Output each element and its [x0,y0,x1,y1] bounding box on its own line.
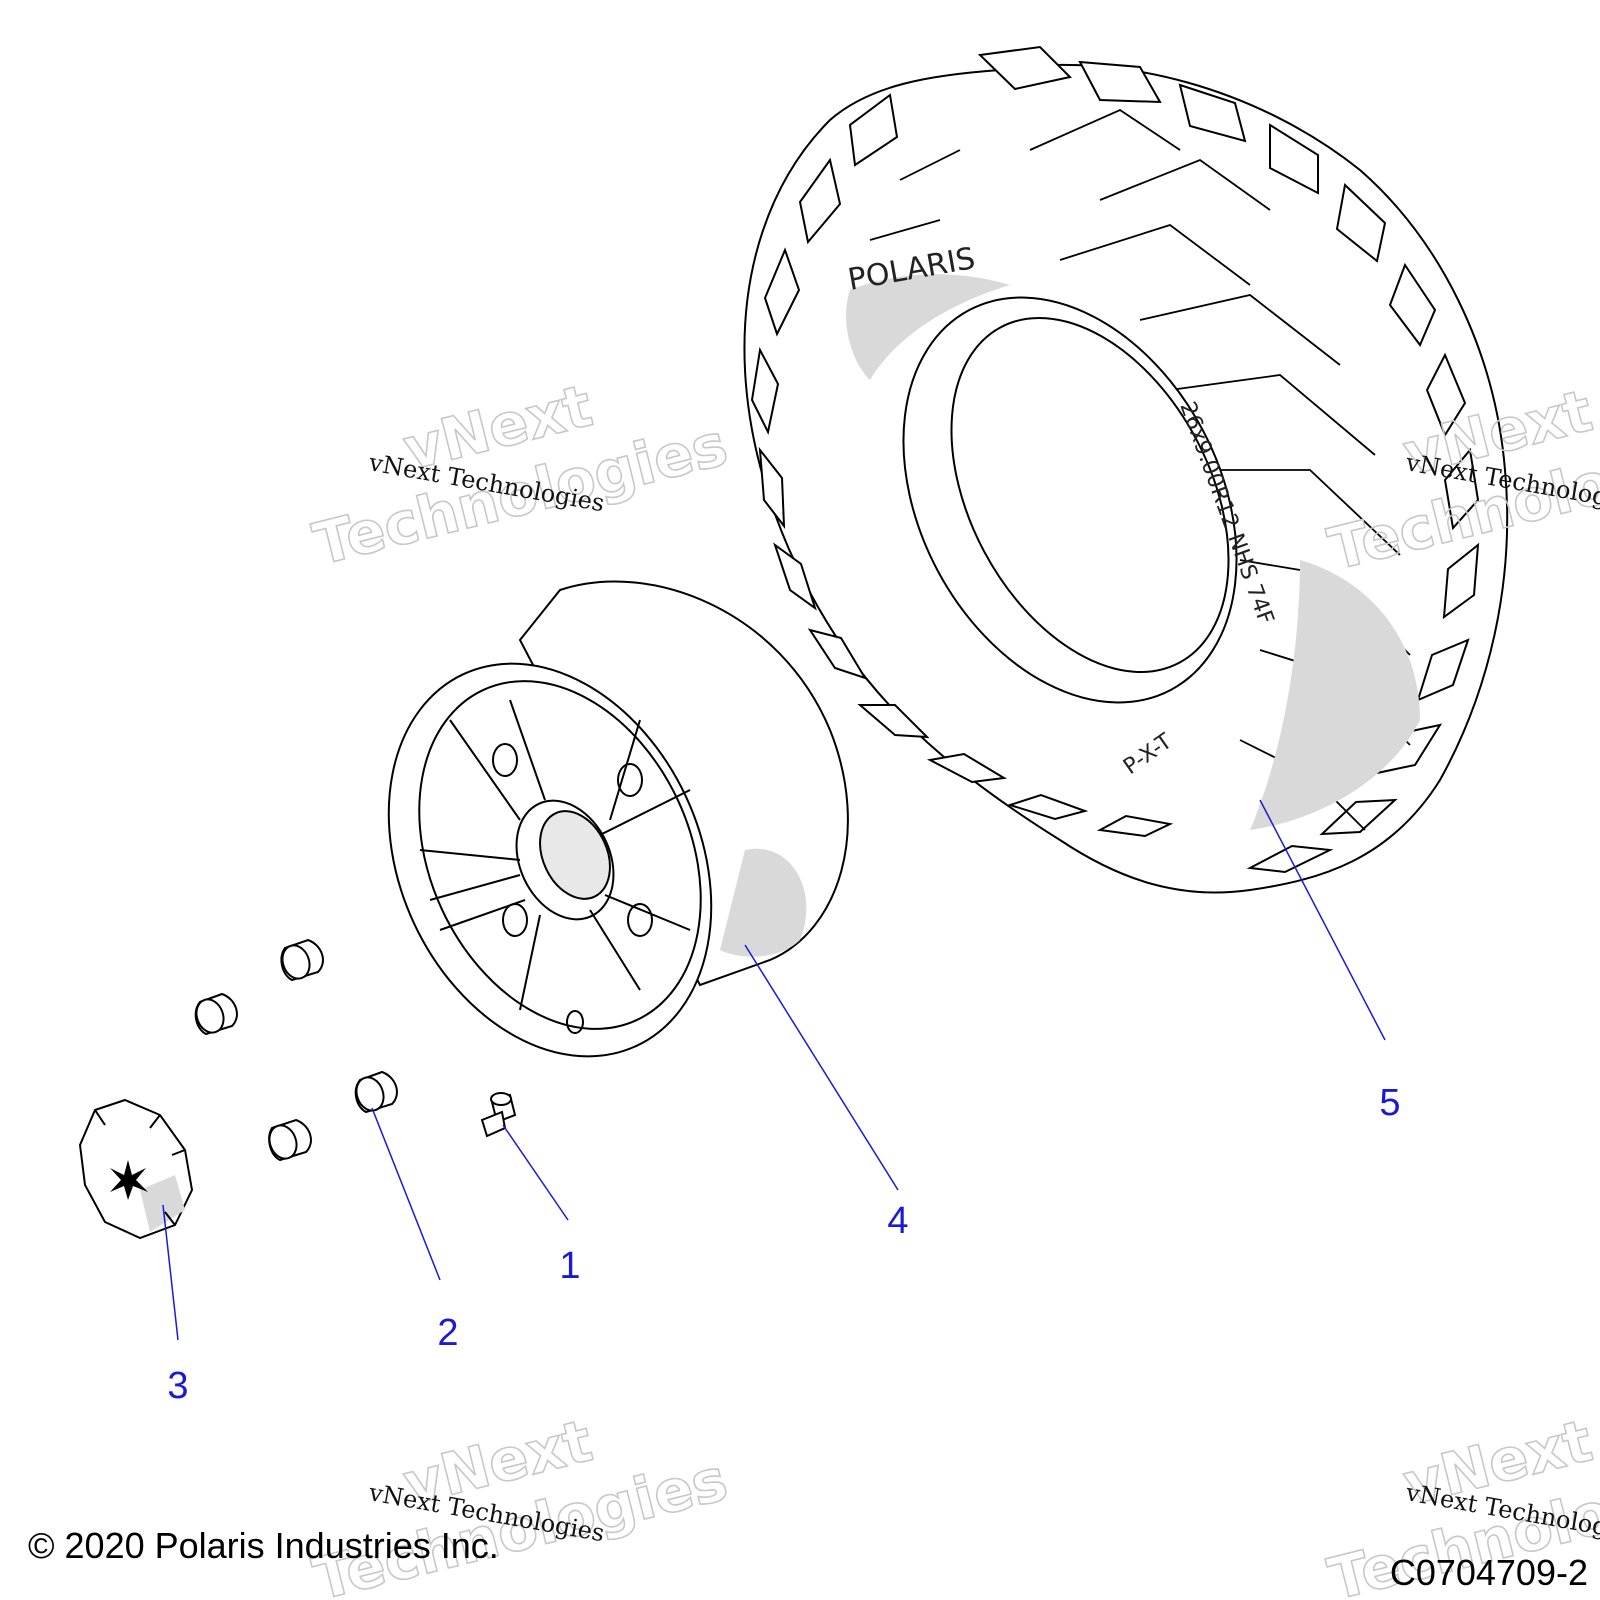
leader-line-3 [162,1204,179,1341]
tire [743,45,1509,894]
callouts: 1 2 3 4 5 [167,1082,1400,1407]
leader-line-2 [371,1107,441,1281]
watermark-bottom-left: vNext Technologies vNext Technologies [306,1406,734,1600]
center-cap [78,1098,194,1240]
callout-5: 5 [1379,1082,1400,1124]
leader-lines [162,799,1386,1341]
lug-nuts [194,938,398,1162]
lug-nut [354,1070,398,1114]
lug-nut [280,938,324,982]
leader-line-4 [744,944,899,1191]
leader-line-5 [1259,799,1386,1041]
lug-nut [268,1118,312,1162]
copyright-text: © 2020 Polaris Industries Inc. [28,1525,499,1566]
callout-2: 2 [437,1312,458,1354]
callout-1: 1 [559,1245,580,1287]
watermark-top-left: vNext Technologies vNext Technologies [306,371,734,580]
leader-line-1 [502,1124,569,1221]
lug-nut [194,992,238,1036]
figure-id: C0704709-2 [1390,1552,1588,1593]
valve-stem [480,1092,517,1138]
wheel-rim [387,580,849,1058]
callout-3: 3 [167,1365,188,1407]
callout-4: 4 [887,1200,908,1242]
